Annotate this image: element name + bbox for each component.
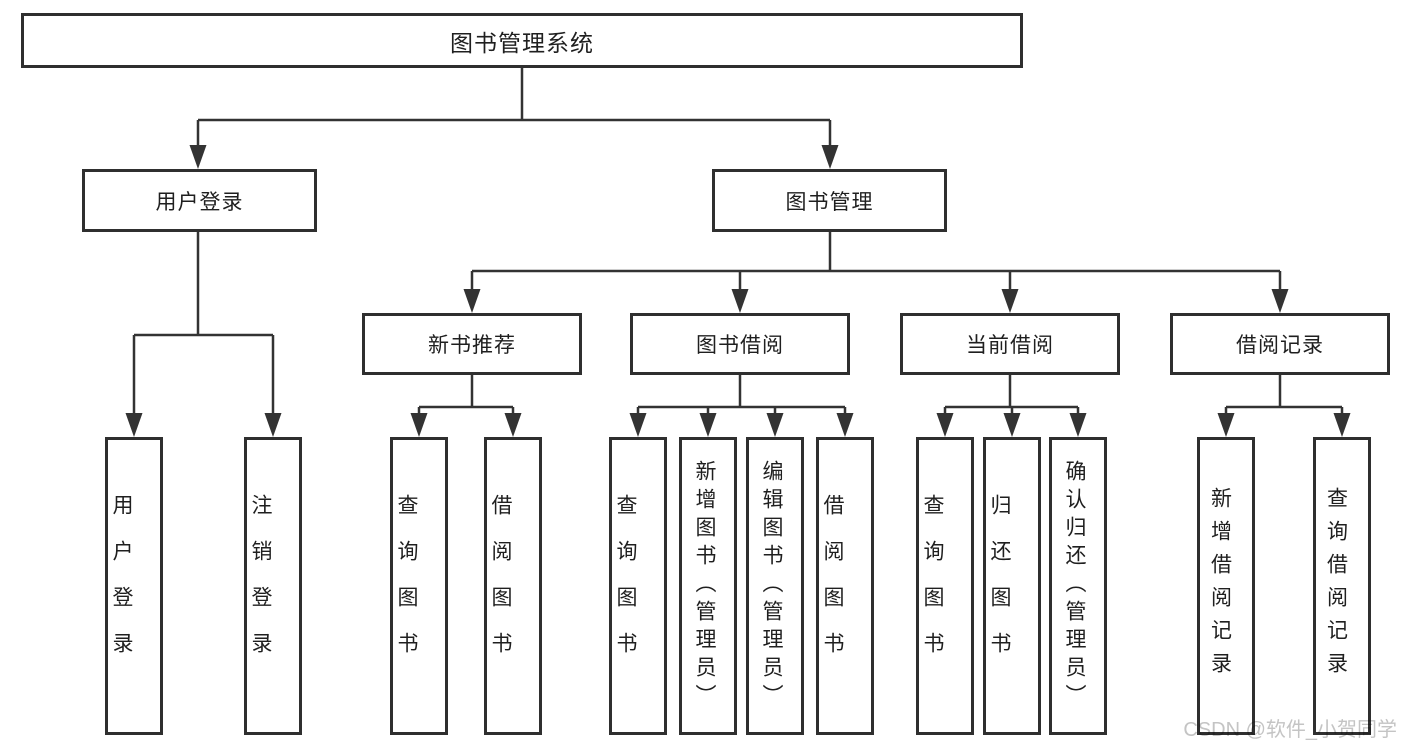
leaf-query-books-recommend: 查询图书 [390,437,448,735]
node-new-book-recommend-label: 新书推荐 [428,334,516,357]
leaf-confirm-return-admin: 确认归还（管理员） [1049,437,1107,735]
arrow-down-icon [410,413,428,437]
arrow-down-icon [463,289,481,313]
leaf-confirm-return-admin-label: 确认归还（管理员） [1063,460,1086,712]
arrow-down-icon [1217,413,1235,437]
leaf-add-book-admin: 新增图书（管理员） [679,437,737,735]
node-new-book-recommend: 新书推荐 [362,313,582,375]
leaf-logout-label: 注销登录 [249,494,272,678]
arrow-down-icon [1271,289,1289,313]
leaf-query-books-borrow-label: 查询图书 [614,494,637,678]
leaf-query-books-current-label: 查询图书 [921,494,944,678]
arrow-down-icon [189,145,207,169]
node-user-login-label: 用户登录 [155,190,244,214]
node-root: 图书管理系统 [21,13,1023,68]
leaf-add-book-admin-label: 新增图书（管理员） [693,460,716,712]
arrow-down-icon [264,413,282,437]
arrow-down-icon [1069,413,1087,437]
leaf-borrow-books-recommend-label: 借阅图书 [489,494,512,678]
watermark: CSDN @软件_小贺同学 [1183,719,1397,741]
arrow-down-icon [731,289,749,313]
node-user-login: 用户登录 [82,169,317,232]
arrow-down-icon [936,413,954,437]
arrow-down-icon [125,413,143,437]
arrow-down-icon [1003,413,1021,437]
leaf-user-login-label: 用户登录 [110,494,133,678]
leaf-borrow-books: 借阅图书 [816,437,874,735]
leaf-query-books-borrow: 查询图书 [609,437,667,735]
leaf-borrow-books-label: 借阅图书 [821,494,844,678]
node-borrow-records: 借阅记录 [1170,313,1390,375]
node-root-label: 图书管理系统 [450,29,594,56]
node-book-borrow: 图书借阅 [630,313,850,375]
leaf-user-login: 用户登录 [105,437,163,735]
leaf-add-borrow-record: 新增借阅记录 [1197,437,1255,735]
arrow-down-icon [504,413,522,437]
leaf-return-book-label: 归还图书 [988,494,1011,678]
node-book-management: 图书管理 [712,169,947,232]
arrow-down-icon [836,413,854,437]
node-book-borrow-label: 图书借阅 [696,334,784,357]
leaf-add-borrow-record-label: 新增借阅记录 [1208,487,1232,685]
leaf-edit-book-admin-label: 编辑图书（管理员） [760,460,783,712]
arrow-down-icon [1333,413,1351,437]
leaf-borrow-books-recommend: 借阅图书 [484,437,542,735]
leaf-query-borrow-record-label: 查询借阅记录 [1324,487,1348,685]
arrow-down-icon [1001,289,1019,313]
leaf-query-borrow-record: 查询借阅记录 [1313,437,1371,735]
node-current-borrow-label: 当前借阅 [966,334,1054,357]
arrow-down-icon [766,413,784,437]
leaf-return-book: 归还图书 [983,437,1041,735]
arrow-down-icon [821,145,839,169]
node-borrow-records-label: 借阅记录 [1236,334,1324,357]
leaf-query-books-current: 查询图书 [916,437,974,735]
leaf-query-books-recommend-label: 查询图书 [395,494,418,678]
arrow-down-icon [629,413,647,437]
leaf-logout: 注销登录 [244,437,302,735]
leaf-edit-book-admin: 编辑图书（管理员） [746,437,804,735]
node-current-borrow: 当前借阅 [900,313,1120,375]
node-book-management-label: 图书管理 [785,190,874,214]
arrow-down-icon [699,413,717,437]
